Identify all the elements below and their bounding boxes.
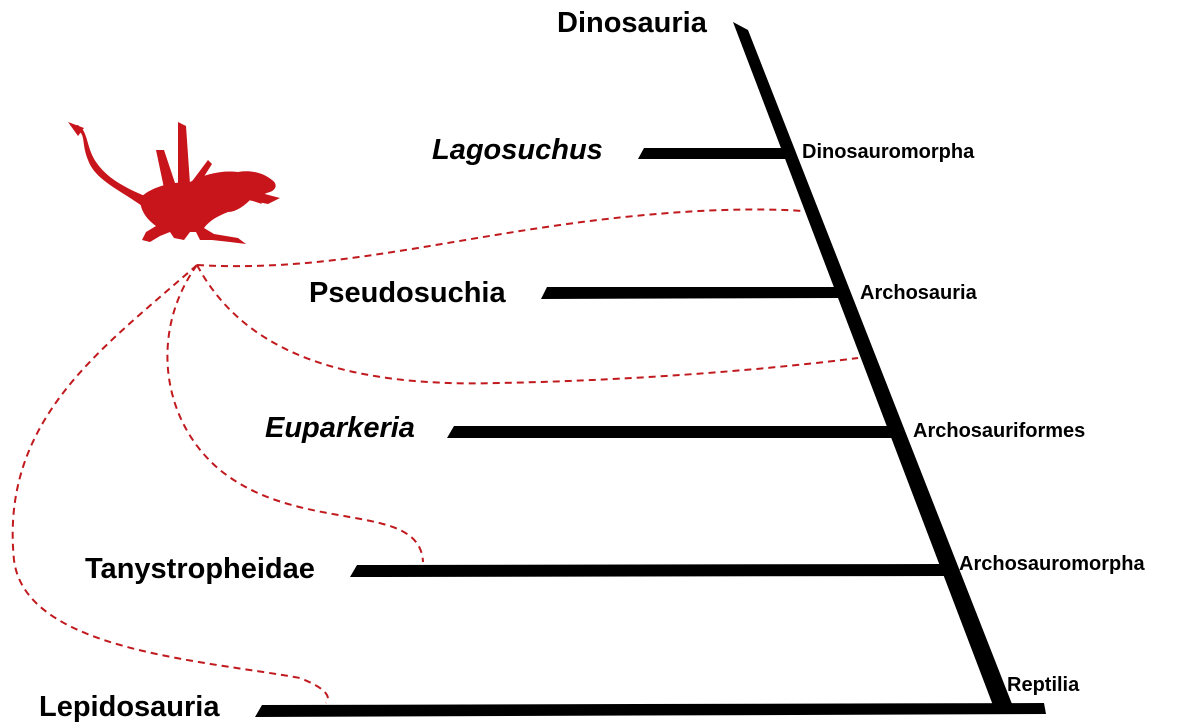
taxon-label-dinosauria: Dinosauria: [557, 9, 707, 38]
branch-euparkeria: [447, 426, 892, 438]
dashed-link-lepidosauria: [13, 265, 328, 703]
branch-tanystropheidae: [350, 564, 945, 577]
branch-lagosuchus: [638, 148, 787, 159]
node-label-dinosauromorpha: Dinosauromorpha: [802, 142, 974, 162]
node-label-archosauriformes: Archosauriformes: [913, 421, 1085, 441]
main-trunk: [733, 22, 1012, 708]
taxon-label-lepidosauria: Lepidosauria: [39, 693, 220, 722]
taxon-label-tanystropheidae: Tanystropheidae: [85, 555, 315, 584]
reptile-silhouette-icon: [68, 122, 280, 244]
taxon-label-lagosuchus: Lagosuchus: [432, 136, 603, 165]
dashed-link-upper-arc: [197, 209, 803, 266]
taxon-label-pseudosuchia: Pseudosuchia: [309, 279, 506, 308]
dashed-link-lower-arc: [197, 265, 858, 383]
branch-pseudosuchia: [541, 287, 840, 299]
node-label-archosauria: Archosauria: [860, 283, 977, 303]
node-label-reptilia: Reptilia: [1007, 675, 1079, 695]
node-label-archosauromorpha: Archosauromorpha: [959, 554, 1145, 574]
taxon-label-euparkeria: Euparkeria: [265, 414, 415, 443]
branch-lepidosauria: [255, 703, 1046, 717]
